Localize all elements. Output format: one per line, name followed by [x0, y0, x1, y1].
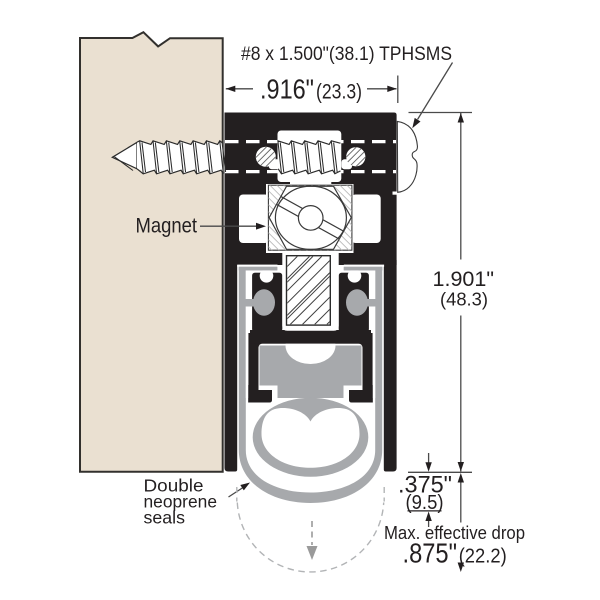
- svg-text:.375": .375": [398, 471, 452, 498]
- svg-text:#8 x 1.500"(38.1) TPHSMS: #8 x 1.500"(38.1) TPHSMS: [241, 44, 452, 65]
- svg-text:Magnet: Magnet: [136, 214, 198, 238]
- svg-text:1.901": 1.901": [433, 266, 495, 291]
- svg-text:(48.3): (48.3): [440, 290, 488, 310]
- svg-text:(23.3): (23.3): [316, 80, 362, 103]
- svg-text:(22.2): (22.2): [459, 545, 507, 567]
- svg-text:.875": .875": [403, 537, 458, 568]
- svg-text:.916": .916": [260, 74, 314, 105]
- svg-text:(9.5): (9.5): [406, 492, 444, 514]
- svg-text:seals: seals: [144, 509, 186, 528]
- svg-text:Double: Double: [144, 477, 204, 496]
- svg-text:Max. effective drop: Max. effective drop: [384, 523, 525, 543]
- svg-text:neoprene: neoprene: [144, 493, 218, 512]
